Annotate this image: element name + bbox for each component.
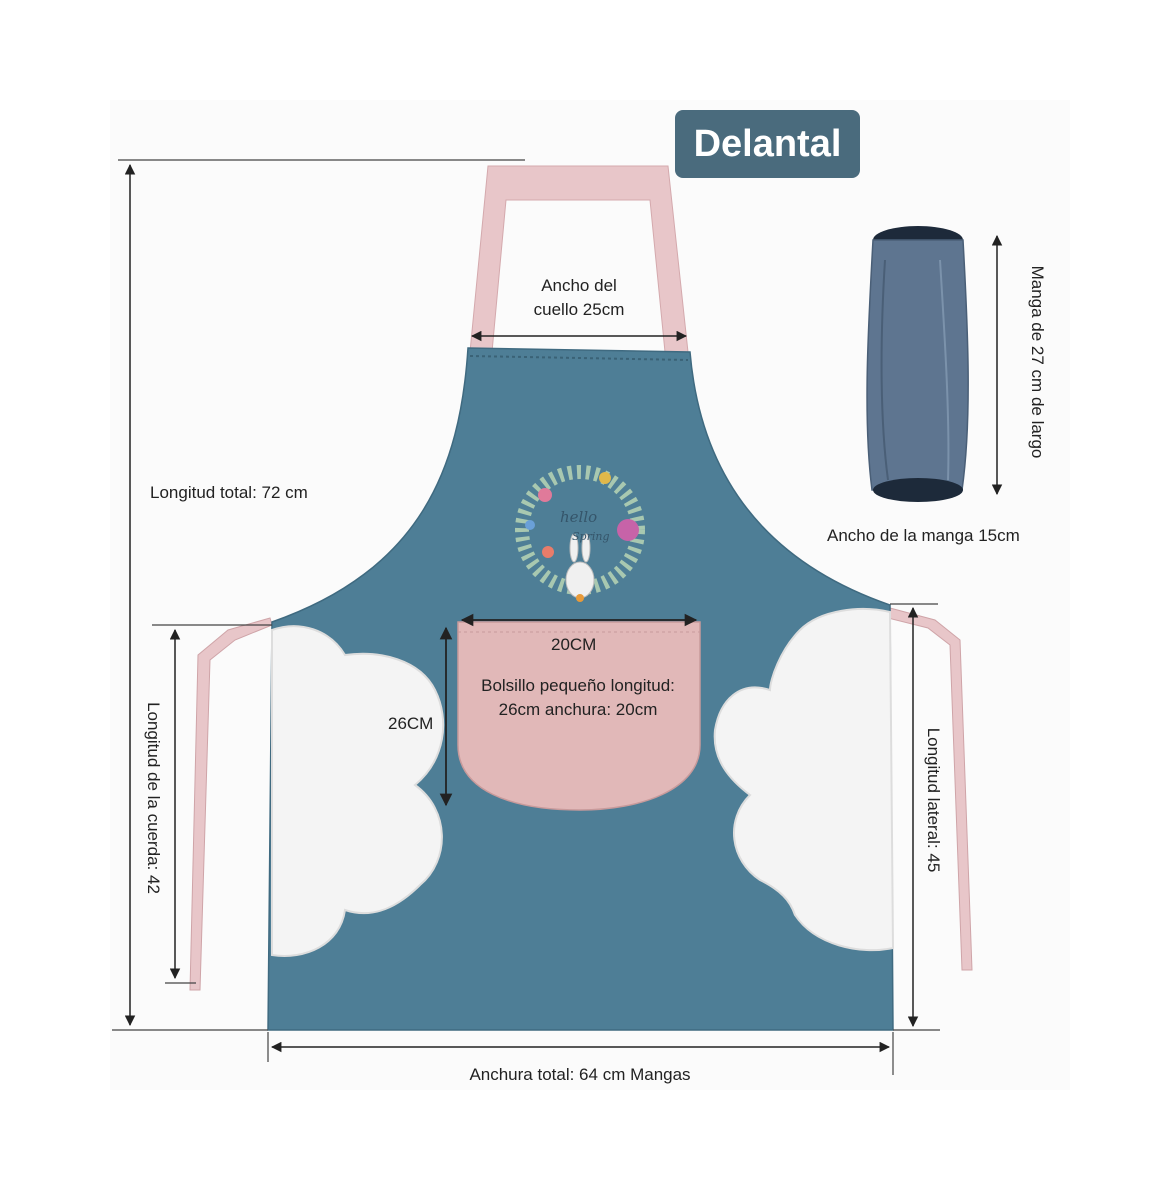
bunny-ear [569, 533, 579, 563]
right-tie-cord [887, 607, 973, 971]
cord-length-label: Longitud de la cuerda: 42 [144, 702, 163, 894]
bunny-body [565, 561, 595, 599]
neck-width-label-line2: cuello 25cm [533, 300, 625, 319]
pocket-description: Bolsillo pequeño longitud: 26cm anchura:… [468, 676, 688, 720]
embroidery-wreath: hello Spring [515, 465, 645, 602]
side-length-label: Longitud lateral: 45 [924, 727, 943, 873]
pocket-description-line2: 26cm anchura: 20cm [498, 700, 658, 719]
page-title: Delantal [693, 122, 842, 165]
total-length-label: Longitud total: 72 cm [150, 483, 308, 502]
top-stitching [469, 355, 689, 361]
left-tie-cord [189, 617, 273, 991]
neck-width-label: Ancho del cuello 25cm [520, 276, 638, 320]
pocket-height-label: 26CM [388, 714, 434, 733]
neck-width-label-line1: Ancho del [541, 276, 617, 295]
total-width-label: Anchura total: 64 cm Mangas [469, 1065, 691, 1084]
title-badge: Delantal [675, 110, 860, 178]
embroidery-text-spring: Spring [572, 530, 609, 543]
sleeve-illustration [866, 226, 969, 502]
embroidery-text-hello: hello [560, 508, 597, 526]
pocket-description-line1: Bolsillo pequeño longitud: [481, 676, 675, 695]
sleeve-length-label: Manga de 27 cm de largo [1028, 265, 1047, 459]
heart-icon [576, 594, 584, 602]
pocket [457, 621, 701, 811]
right-towel [713, 608, 895, 952]
pocket-width-label: 20CM [551, 635, 597, 654]
left-towel [271, 625, 445, 957]
sleeve-width-label: Ancho de la manga 15cm [827, 526, 1020, 545]
